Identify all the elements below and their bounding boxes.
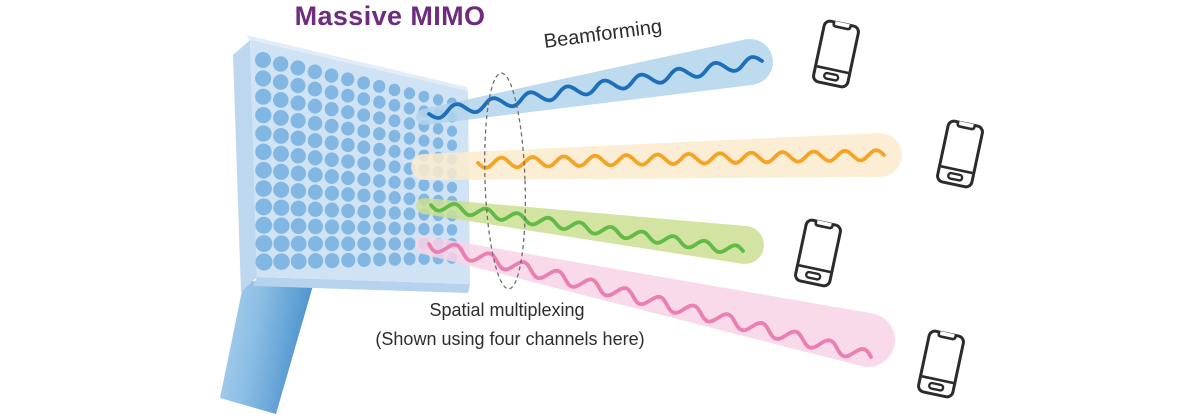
phone-notch: [832, 20, 853, 31]
beam-orange: [411, 133, 902, 180]
antenna-handle-bar: [220, 281, 314, 414]
beam-green: [416, 198, 764, 264]
antenna-dot-array: [255, 52, 458, 271]
beam-origin-ellipse: [484, 72, 526, 290]
phone-divider: [798, 264, 831, 274]
beam-blue-wave: [427, 55, 764, 120]
phone-notch: [956, 120, 977, 131]
smartphone-icon: [794, 218, 842, 288]
phone-home-button: [805, 270, 822, 281]
phone-notch: [937, 330, 958, 341]
beam-pink-body: [415, 236, 895, 367]
phone-notch: [814, 219, 835, 230]
antenna-panel: [233, 35, 470, 293]
beams-layer: [411, 39, 902, 367]
beam-orange-wave: [476, 148, 886, 170]
phone-home-button: [928, 381, 945, 392]
phone-home-button: [947, 171, 964, 182]
beam-pink: [415, 236, 895, 367]
phone-home-button: [823, 71, 840, 82]
antenna-handle: [220, 281, 314, 414]
phone-divider: [816, 65, 849, 75]
smartphone-icon: [812, 19, 860, 89]
beam-blue: [416, 39, 773, 125]
panel-left-face: [233, 40, 257, 292]
spatial-note-label: (Shown using four channels here): [375, 329, 645, 349]
beam-green-wave: [429, 202, 745, 254]
smartphone-icon: [917, 329, 965, 399]
spatial-multiplexing-label: Spatial multiplexing: [429, 300, 585, 320]
phone-divider: [921, 375, 954, 385]
diagram-title: Massive MIMO: [294, 1, 486, 31]
beam-pink-wave: [427, 242, 873, 359]
panel-bottom-face: [253, 277, 470, 293]
panel-top-bevel: [246, 35, 468, 92]
phone-divider: [940, 165, 973, 175]
phones-layer: [794, 19, 984, 399]
smartphone-icon: [936, 119, 984, 189]
